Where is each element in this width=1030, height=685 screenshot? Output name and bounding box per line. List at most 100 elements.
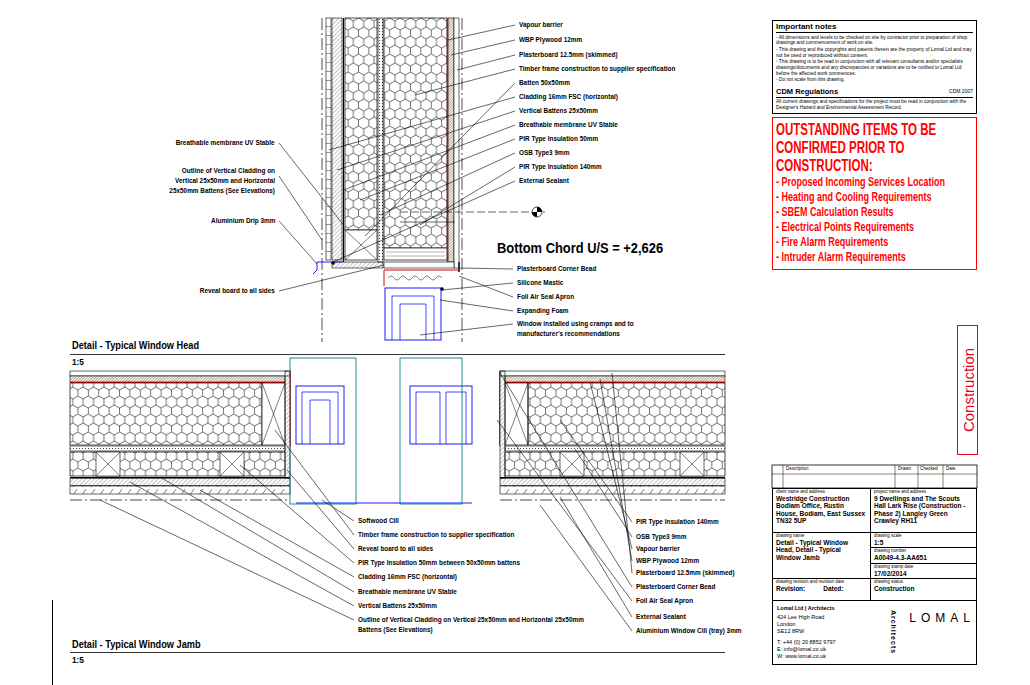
field-caption: drawing scale <box>874 533 973 539</box>
callout-label: Outline of Vertical Cladding on Vertical… <box>358 615 598 635</box>
bottom-chord <box>384 248 447 260</box>
field-value: 9 Dwellings and The Scouts Hall Lark Ris… <box>874 495 973 525</box>
title-cell: drawing revision and revision dateRevisi… <box>772 578 871 601</box>
callout-label: Vertical Battens 25x50mm <box>519 106 598 116</box>
table-header: Description <box>786 466 809 472</box>
field-value: Revision: <box>776 585 805 593</box>
batten-cross <box>345 230 377 260</box>
practice-name: Lomal Ltd | Architects <box>777 605 887 612</box>
practice-logo: LOMAL <box>905 607 975 629</box>
contact-line: T: +44 (0) 20 8852 9797 <box>777 639 887 646</box>
title-cell: drawing nameDetail - Typical Window Head… <box>772 532 871 579</box>
callout-label: Vapour barrier <box>519 20 563 30</box>
title-underline <box>70 354 725 355</box>
field-value: 1:5 <box>874 539 973 547</box>
callout-label: Vapour barrier <box>636 544 680 554</box>
address-line: SE12 8RW <box>777 628 887 635</box>
breathable-membrane <box>500 477 725 478</box>
callout-label: Plasterboard Corner Bead <box>517 264 596 274</box>
breathable-membrane <box>343 18 344 262</box>
field-caption: drawing status <box>874 579 973 585</box>
outstanding-items-box: OUTSTANDING ITEMS TO BE CONFIRMED PRIOR … <box>772 117 977 270</box>
cladding-outline <box>70 500 290 501</box>
silicone-mastic <box>440 287 444 291</box>
breathable-membrane <box>70 477 290 478</box>
sheet-border <box>52 600 53 685</box>
title-cell: drawing stamp date17/02/2014 <box>870 563 977 579</box>
timber-stud <box>262 383 285 445</box>
callout-label: PIR Type Insulation 140mm <box>519 162 602 172</box>
detail-title: Detail - Typical Window Head <box>72 340 199 353</box>
window-sash <box>302 392 338 444</box>
batten-50x50 <box>345 230 377 260</box>
contact-line: W: www.lomal.co.uk <box>777 653 887 660</box>
leader-lines <box>279 143 384 291</box>
note-text: All current drawings and specifications … <box>776 97 973 111</box>
leader-lines <box>497 373 632 631</box>
callout-label: Aluminium Drip 3mm <box>211 216 275 226</box>
foil-apron <box>499 371 500 446</box>
callout-label: Foil Air Seal Apron <box>636 596 693 606</box>
field-caption: client name and address <box>776 489 867 495</box>
callout-label: Cladding 16mm FSC (horizontal) <box>358 572 457 582</box>
note-text: - This drawing and the copyrights and pa… <box>776 47 973 59</box>
level-marker-fill <box>532 207 542 217</box>
callout-label: Aluminium Window Cill (tray) 3mm <box>636 626 742 636</box>
wall-outline <box>462 18 463 342</box>
leader-lines <box>420 268 513 335</box>
callout-label: Plasterboard 12.5mm (skimmed) <box>636 568 735 578</box>
osb-board <box>505 446 725 451</box>
field-caption: drawing stamp date <box>874 564 973 570</box>
callout-label: Timber frame construction to supplier sp… <box>358 530 514 540</box>
batten-cross <box>96 452 244 476</box>
practice-label-text: Architects <box>889 609 898 653</box>
window-sash <box>416 392 466 444</box>
condensed-text-block: OUTSTANDING ITEMS TO BE CONFIRMED PRIOR … <box>776 121 972 265</box>
outstanding-item: - Fire Alarm Requirements <box>776 235 972 250</box>
status-stamp: Construction <box>957 325 978 455</box>
address-line: London <box>777 621 887 628</box>
revision-table-grid <box>772 465 977 488</box>
title-underline <box>70 652 725 653</box>
softwood-cill-outline <box>400 358 462 504</box>
pir-insulation-140 <box>528 383 725 445</box>
panel-heading: CDM Regulations <box>776 86 949 97</box>
window-frame <box>296 386 344 444</box>
pir-insulation-50 <box>70 452 285 476</box>
title-cell: drawing statusConstruction <box>870 578 977 601</box>
callout-label: Batten 50x50mm <box>519 78 570 88</box>
plywood <box>70 376 285 382</box>
vertical-battens <box>500 479 725 486</box>
batten-cross <box>560 452 704 476</box>
field-caption: project name and address <box>874 489 973 495</box>
note-text: - All dimensions and levels to be checke… <box>776 35 973 47</box>
level-line <box>400 212 545 213</box>
status-text: Construction <box>959 348 976 432</box>
field-value: Westridge Construction Bodiam Office, Ru… <box>776 495 867 525</box>
vertical-battens <box>332 18 342 260</box>
title-cell: drawing scale1:5 <box>870 532 977 548</box>
contact-line: E: info@lomal.co.uk <box>777 646 887 653</box>
callout-label: External Sealant <box>519 176 569 186</box>
window-frame <box>410 386 472 444</box>
plywood <box>505 376 725 382</box>
reveal-board <box>285 371 290 478</box>
softwood-cill-outline <box>290 358 356 504</box>
callout-label: OSB Type3 9mm <box>519 148 569 158</box>
cladding-outline <box>500 500 725 501</box>
callout-label: Vertical Battens 25x50mm <box>358 601 437 611</box>
callout-label: WBP Plywood 12mm <box>519 35 582 45</box>
callout-label: Breathable membrane UV Stable <box>519 120 618 130</box>
corner-bead <box>458 262 459 272</box>
title-cell: drawing numberA0049-4.3-AA651 <box>870 547 977 564</box>
vapour-barrier <box>447 18 448 262</box>
callout-label: Breathable membrane UV Stable <box>358 587 457 597</box>
outstanding-item: - Proposed Incoming Services Location <box>776 175 972 190</box>
note-text: - Do not scale from this drawing. <box>776 77 973 83</box>
regulation-year: CDM 2007 <box>949 86 973 97</box>
callout-label: Timber frame construction to supplier sp… <box>519 64 675 74</box>
table-header: Drawn <box>898 466 911 472</box>
panel-heading: Important notes <box>776 21 973 33</box>
field-value: Detail - Typical Window Head, Detail - T… <box>776 539 867 562</box>
